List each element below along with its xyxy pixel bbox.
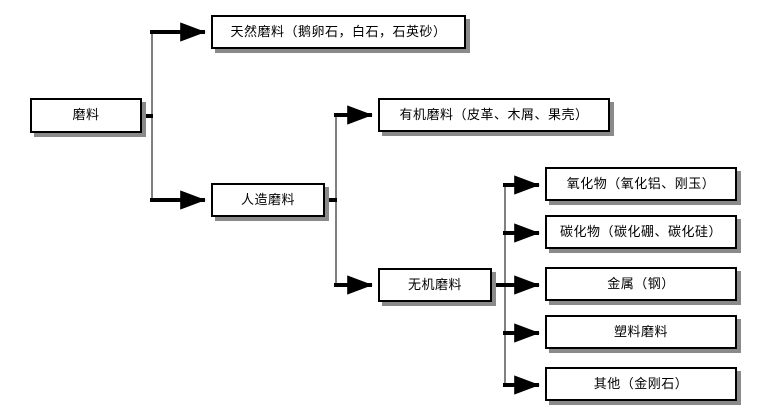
node-root[interactable]: 磨料 (30, 98, 142, 133)
node-natural-abrasive[interactable]: 天然磨料（鹅卵石，白石，石英砂） (211, 15, 466, 49)
node-organic-abrasive-label: 有机磨料（皮革、木屑、果壳） (399, 107, 589, 123)
node-oxide[interactable]: 氧化物（氧化铝、刚玉） (545, 167, 737, 201)
node-metal-label: 金属（钢） (607, 276, 675, 292)
node-natural-abrasive-label: 天然磨料（鹅卵石，白石，石英砂） (230, 24, 447, 40)
node-synthetic-abrasive-label: 人造磨料 (240, 192, 295, 208)
node-other[interactable]: 其他（金刚石） (545, 367, 737, 401)
node-oxide-label: 氧化物（氧化铝、刚玉） (566, 176, 716, 192)
node-carbide[interactable]: 碳化物（碳化硼、碳化硅） (545, 215, 737, 249)
node-carbide-label: 碳化物（碳化硼、碳化硅） (559, 224, 722, 240)
node-metal[interactable]: 金属（钢） (545, 267, 737, 301)
node-inorganic-abrasive[interactable]: 无机磨料 (378, 268, 492, 302)
node-plastic-abrasive[interactable]: 塑料磨料 (545, 315, 737, 349)
node-plastic-abrasive-label: 塑料磨料 (613, 324, 668, 340)
node-root-label: 磨料 (72, 108, 100, 123)
node-inorganic-abrasive-label: 无机磨料 (407, 277, 462, 293)
node-other-label: 其他（金刚石） (593, 376, 689, 392)
node-organic-abrasive[interactable]: 有机磨料（皮革、木屑、果壳） (378, 98, 610, 132)
node-synthetic-abrasive[interactable]: 人造磨料 (211, 183, 325, 217)
